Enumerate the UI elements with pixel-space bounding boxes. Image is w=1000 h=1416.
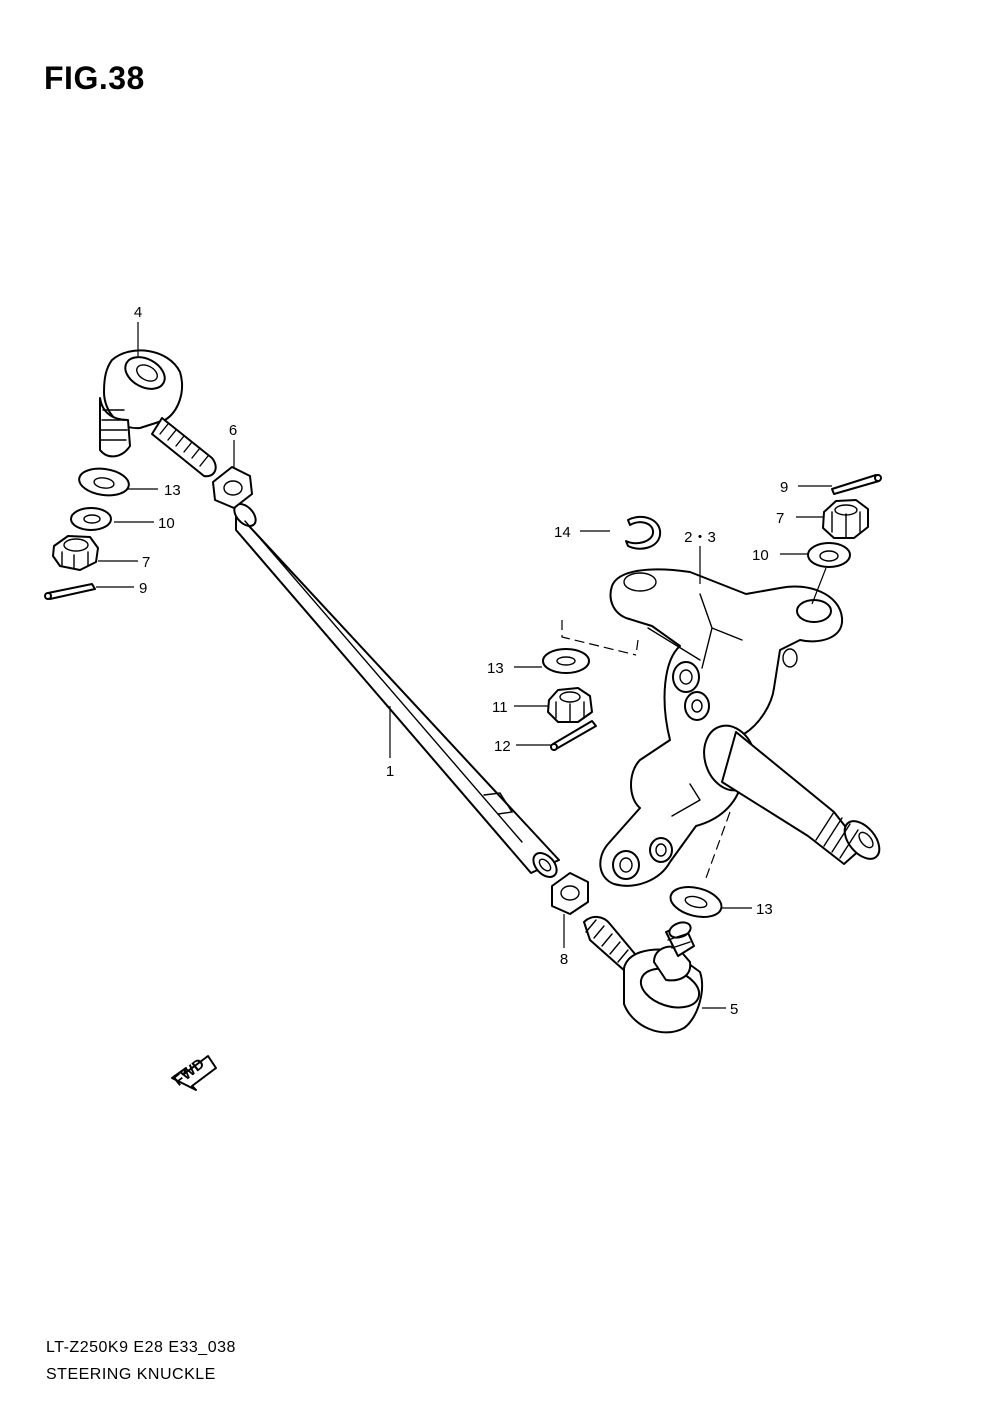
callout-9-right: 9 xyxy=(780,479,788,496)
figure-title: FIG.38 xyxy=(44,60,145,96)
nut-6-part xyxy=(212,466,253,509)
diagram-footer: LT-Z250K9 E28 E33_038 STEERING KNUCKLE xyxy=(46,1334,236,1388)
callout-4: 4 xyxy=(134,304,142,321)
callout-8: 8 xyxy=(560,951,568,968)
washer-13-left-part xyxy=(78,467,130,497)
callout-10-right: 10 xyxy=(752,547,769,564)
callout-10-left: 10 xyxy=(158,515,175,532)
callout-7-right: 7 xyxy=(776,510,784,527)
callout-13-lower: 13 xyxy=(756,901,773,918)
cotter-pin-12-part xyxy=(550,720,597,751)
callout-2-3: 2・3 xyxy=(684,529,716,546)
callout-1: 1 xyxy=(386,763,394,780)
castle-nut-7-left-part xyxy=(52,535,99,571)
forward-direction-arrow-icon: FWD xyxy=(171,1055,217,1091)
callout-13-left: 13 xyxy=(164,482,181,499)
callout-9-left: 9 xyxy=(139,580,147,597)
castle-nut-11-part xyxy=(547,687,593,723)
cotter-pin-9-right-part xyxy=(831,474,882,495)
callout-13-mid: 13 xyxy=(487,660,504,677)
model-code: LT-Z250K9 E28 E33_038 xyxy=(46,1339,236,1356)
callout-11: 11 xyxy=(492,699,508,716)
tie-rod-part xyxy=(233,503,560,878)
tie-rod-end-upper-part xyxy=(99,349,217,478)
tie-rod-end-lower-part xyxy=(583,916,704,1034)
callout-7-left: 7 xyxy=(142,554,150,571)
leader-lines xyxy=(96,322,832,1009)
callout-6: 6 xyxy=(229,422,237,439)
circlip-14-part xyxy=(625,515,662,550)
washer-13-mid-part xyxy=(542,648,590,674)
nut-8-part xyxy=(551,872,589,915)
washer-13-lower-part xyxy=(669,886,723,918)
steering-knuckle-part xyxy=(599,568,881,887)
callout-14: 14 xyxy=(554,524,571,541)
castle-nut-7-right-part xyxy=(822,499,869,539)
callout-5: 5 xyxy=(730,1001,738,1018)
washer-10-right-part xyxy=(807,542,851,568)
callout-12: 12 xyxy=(494,738,511,755)
callout-labels: 4 6 13 10 7 9 1 8 5 13 9 7 10 14 2・3 13 … xyxy=(134,304,789,1018)
cotter-pin-9-left-part xyxy=(44,583,96,600)
washer-10-left-part xyxy=(70,507,112,531)
section-name: STEERING KNUCKLE xyxy=(46,1366,216,1383)
